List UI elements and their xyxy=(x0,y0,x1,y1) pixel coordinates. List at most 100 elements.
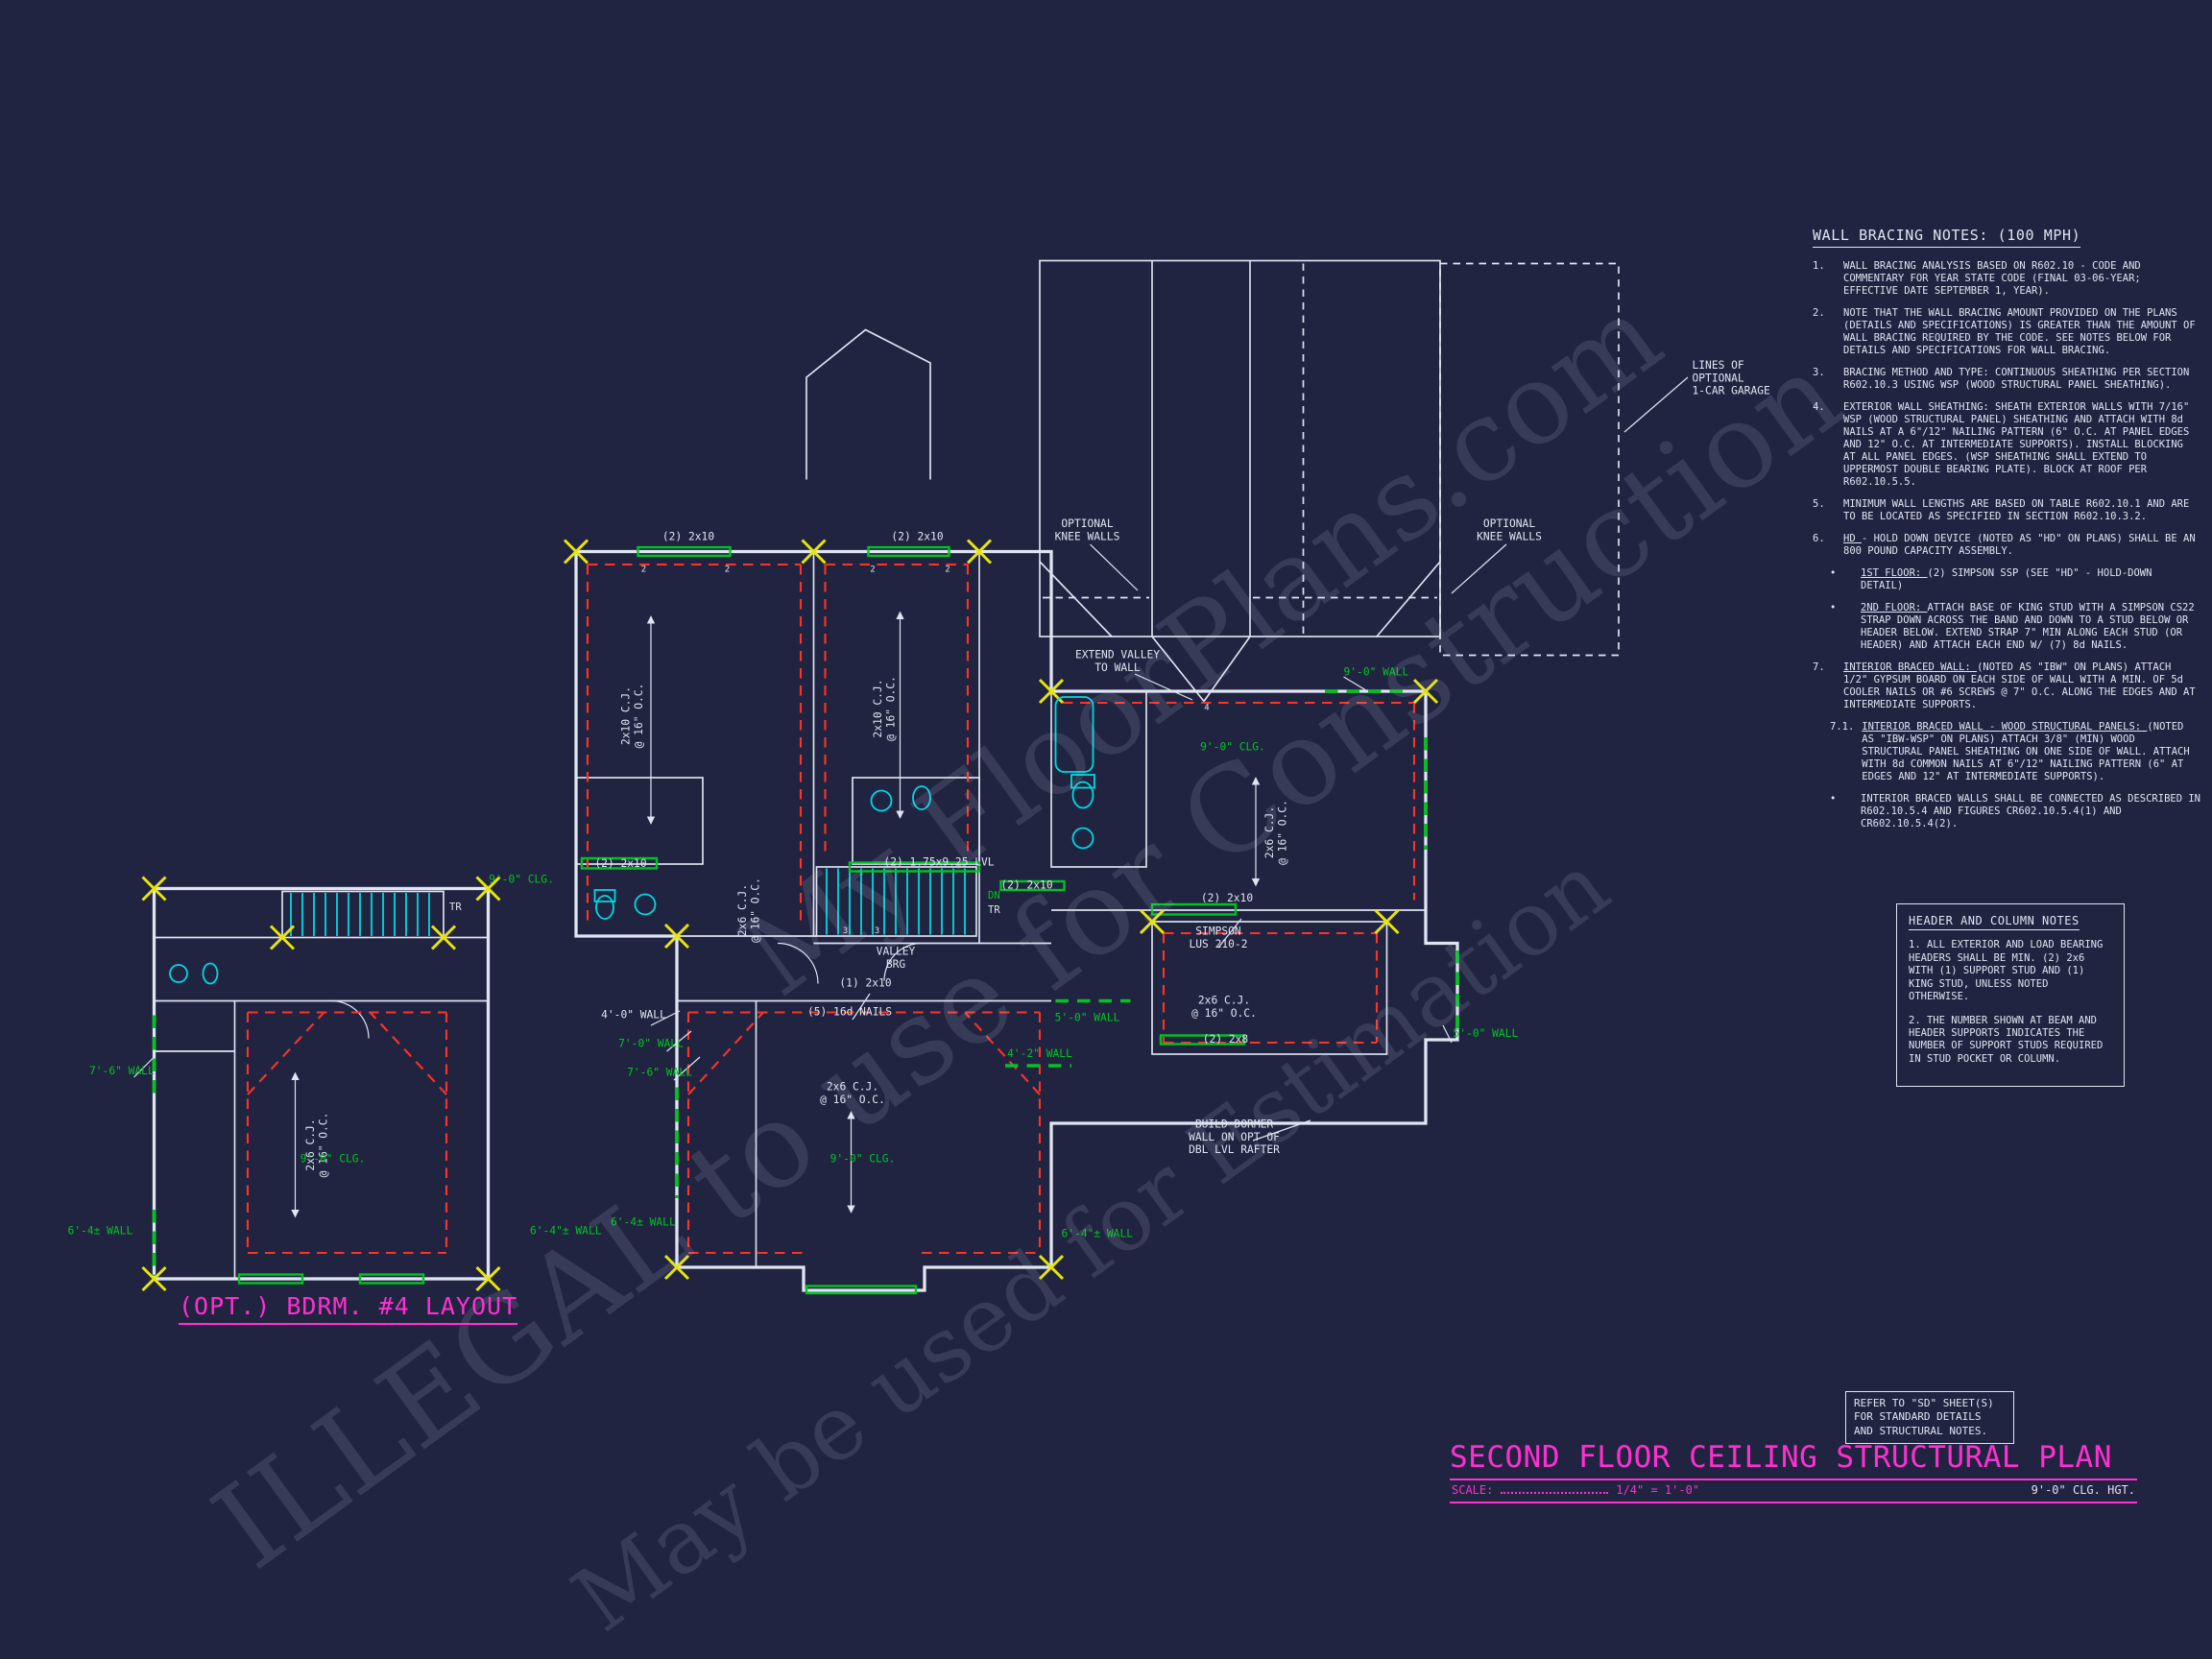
tspan-shape: LINES OF xyxy=(1693,359,1744,372)
path-shape xyxy=(663,923,690,950)
tspan-shape: SIMPSON xyxy=(1195,926,1241,938)
tspan-shape: 6'-4"± WALL xyxy=(530,1225,602,1238)
tspan-shape: 2 xyxy=(725,565,730,575)
tspan-shape: 1-CAR GARAGE xyxy=(1693,385,1771,397)
rect-shape xyxy=(237,1273,304,1285)
plan-label: 9'-0" CLG. xyxy=(489,874,554,886)
scale-label: SCALE: xyxy=(1452,1483,1494,1497)
tspan-shape: OPTIONAL xyxy=(1693,372,1744,384)
plan-label: TR xyxy=(449,902,462,913)
ceiling-joist-extents xyxy=(246,563,1416,1255)
plan-label: TR xyxy=(988,904,1000,916)
tspan-shape: 2x6 C.J. xyxy=(1198,995,1250,1007)
wall-bracing-note: •1ST FLOOR: (2) SIMPSON SSP (SEE "HD" - … xyxy=(1830,567,2200,592)
tspan-shape: 2x6 C.J. xyxy=(827,1081,878,1094)
plan-label: (5) 16d NAILS xyxy=(807,1006,892,1019)
note-text: MINIMUM WALL LENGTHS ARE BASED ON TABLE … xyxy=(1843,497,2190,522)
line-shape xyxy=(687,1011,764,1095)
plan-label: 9'-0" CLG. xyxy=(1200,741,1265,754)
path-shape xyxy=(801,539,827,565)
note-text: BRACING METHOD AND TYPE: CONTINUOUS SHEA… xyxy=(1843,366,2190,391)
tspan-shape: VALLEY xyxy=(877,946,916,958)
line-shape xyxy=(1376,561,1441,637)
rect-shape xyxy=(1070,774,1095,789)
tspan-shape: (2) 2x10 xyxy=(891,531,943,543)
path-shape xyxy=(141,876,167,902)
line-shape xyxy=(852,993,871,1021)
note-text: NOTE THAT THE WALL BRACING AMOUNT PROVID… xyxy=(1843,306,2196,356)
rect-shape xyxy=(1150,902,1238,916)
tspan-shape: 7'-6" WALL xyxy=(89,1065,155,1077)
corner-braces xyxy=(141,539,1439,1292)
path-shape xyxy=(1412,678,1439,705)
plan-label: 4'-2" WALL xyxy=(1007,1047,1072,1060)
note-number: 1. xyxy=(1813,259,1825,272)
stairs-main xyxy=(815,866,977,937)
plan-label: 2 xyxy=(945,565,950,575)
plan-label: 2 xyxy=(641,565,646,575)
tspan-shape: 9'-0" CLG. xyxy=(1200,741,1265,754)
plan-label: 6'-4"± WALL xyxy=(1062,1228,1134,1240)
rect-shape xyxy=(358,1273,425,1285)
plan-label: 2x10 C.J.@ 16" O.C. xyxy=(620,684,645,749)
tspan-shape: 2x10 C.J. xyxy=(620,686,633,745)
note-text: HD - HOLD DOWN DEVICE (NOTED AS "HD" ON … xyxy=(1843,532,2196,557)
rect-shape xyxy=(637,545,732,558)
rect-shape xyxy=(848,861,981,873)
plan-label: (2) 2x10 xyxy=(662,531,714,543)
tspan-shape: 4'-0" WALL xyxy=(601,1009,666,1022)
plan-label: 7'-6" WALL xyxy=(627,1067,692,1079)
wall-bracing-note: 6.HD - HOLD DOWN DEVICE (NOTED AS "HD" O… xyxy=(1813,533,2200,558)
tspan-shape: WALL ON OPT OF xyxy=(1189,1131,1280,1143)
line-shape xyxy=(650,1010,681,1026)
tspan-shape: 9'-0" CLG. xyxy=(301,1153,366,1166)
plan-label: 9'-0" CLG. xyxy=(830,1153,896,1166)
tspan-shape: 3 xyxy=(875,926,879,936)
toilet-fixture xyxy=(202,962,219,985)
tspan-shape: @ 16" O.C. xyxy=(633,684,645,749)
path-shape xyxy=(1038,1254,1065,1281)
plan-label: 7'-0" WALL xyxy=(618,1038,684,1050)
tspan-shape: 9'-0" CLG. xyxy=(830,1153,896,1166)
wall-bracing-notes: WALL BRACING NOTES: (100 MPH) 1.WALL BRA… xyxy=(1813,227,2200,840)
path-shape xyxy=(475,1265,501,1292)
wall-bracing-note: 2.NOTE THAT THE WALL BRACING AMOUNT PROV… xyxy=(1813,307,2200,357)
line-shape xyxy=(1442,1024,1453,1044)
joist-direction-arrows xyxy=(291,611,1261,1218)
plan-label: 2 xyxy=(870,565,875,575)
tspan-shape: 6'-4"± WALL xyxy=(1062,1228,1134,1240)
plan-label: 4'-0" WALL xyxy=(601,1009,666,1022)
plan-label: (2) 2x10 xyxy=(1000,879,1052,892)
braced-wall-headers xyxy=(152,545,1459,1295)
tspan-shape: @ 16" O.C. xyxy=(317,1113,329,1178)
line-shape xyxy=(1343,676,1366,691)
note-text: INTERIOR BRACED WALL: (NOTED AS "IBW" ON… xyxy=(1843,661,2196,711)
tspan-shape: OPTIONAL xyxy=(1061,517,1113,530)
door-swing-arc xyxy=(777,942,819,984)
refer-box: REFER TO "SD" SHEET(S) FOR STANDARD DETA… xyxy=(1845,1391,2014,1444)
note-number: 7. xyxy=(1813,661,1825,673)
note-number: 4. xyxy=(1813,400,1825,413)
line-shape xyxy=(1252,1119,1311,1142)
tspan-shape: @ 16" O.C. xyxy=(1276,800,1288,865)
tspan-shape: (2) 2x10 xyxy=(594,857,646,870)
tspan-shape: 4'-2" WALL xyxy=(1007,1047,1072,1060)
note-text: EXTERIOR WALL SHEATHING: SHEATH EXTERIOR… xyxy=(1843,400,2190,488)
tspan-shape: 2 xyxy=(870,565,875,575)
plan-label: 2x6 C.J.@ 16" O.C. xyxy=(1263,800,1288,865)
scale-leader xyxy=(1501,1485,1609,1494)
tspan-shape: 5'-0" WALL xyxy=(1454,1027,1519,1040)
tspan-shape: 2x10 C.J. xyxy=(872,680,884,738)
plan-label: DN xyxy=(988,890,1000,902)
note-number: • xyxy=(1830,601,1837,613)
tub-fixture xyxy=(1054,696,1094,773)
rect-shape xyxy=(1039,259,1441,637)
plan-label: 4 xyxy=(1204,704,1209,713)
plan-label: (1) 2x10 xyxy=(839,977,891,990)
path-shape xyxy=(430,925,457,950)
plan-label: 3 xyxy=(843,926,848,936)
note-text: WALL BRACING ANALYSIS BASED ON R602.10 -… xyxy=(1843,259,2141,297)
